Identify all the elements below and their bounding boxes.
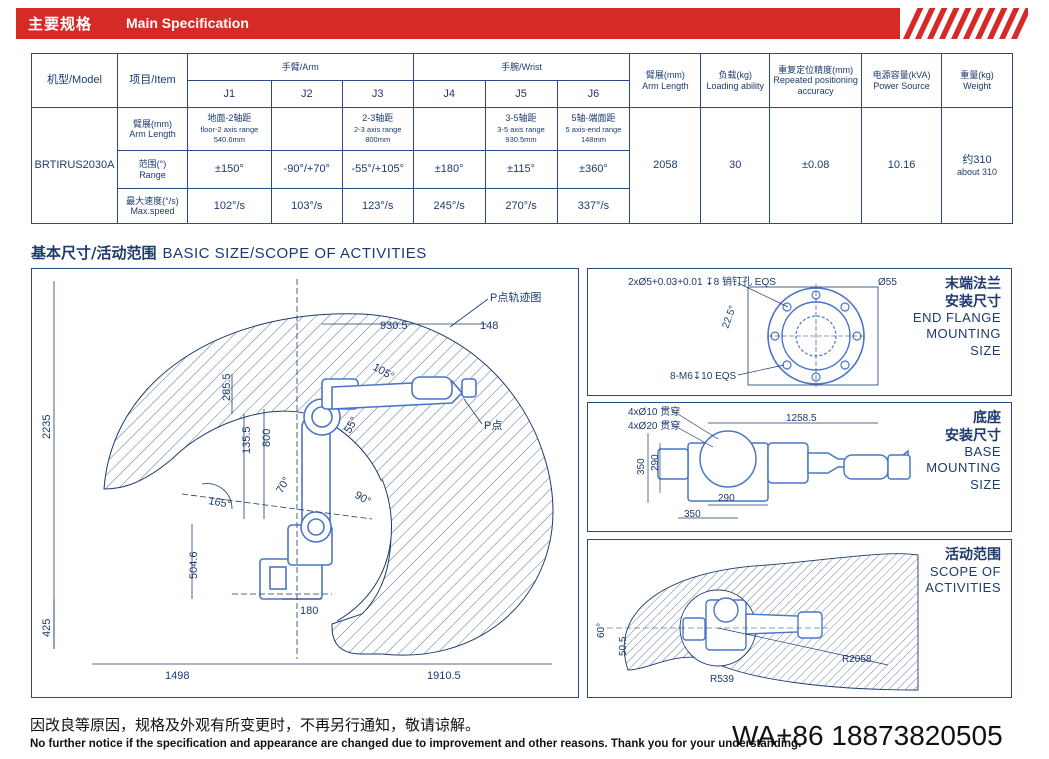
footer-note-en: No further notice if the specification a… <box>30 738 802 750</box>
dim-504-6: 504.6 <box>188 551 200 579</box>
cell-range-j2: -90°/+70° <box>270 150 343 189</box>
cell-arm-j2 <box>270 107 343 151</box>
scope-r539: R539 <box>710 674 734 685</box>
header-title-cn: 主要规格 <box>28 15 93 33</box>
flange-m6-note: 8-M6↧10 EQS <box>670 371 737 382</box>
dim-800: 800 <box>261 429 273 447</box>
main-drawing-panel: 930.5 148 285.5 135.5 800 2235 504.6 425… <box>31 268 579 698</box>
cell-range-j6: ±360° <box>556 150 631 189</box>
scope-panel: 60° 50.5 R539 R2058 活动范围 SCOPE OF ACTIVI… <box>587 539 1012 698</box>
flange-panel: 2xØ5+0.03+0.01 ↧8 销钉孔 EQS Ø55 22.5° 8-M6… <box>587 268 1012 396</box>
cell-range-j3: -55°/+105° <box>341 150 414 189</box>
cell-reach: 2058 <box>629 107 702 224</box>
base-hole-20: 4xØ20 贯穿 <box>628 419 680 432</box>
th-weight: 重量(kg)Weight <box>940 53 1014 108</box>
base-dim-350-v: 350 <box>636 458 647 475</box>
angle-70: 70° <box>274 475 293 495</box>
scope-drawing: 60° 50.5 R539 R2058 <box>596 553 919 691</box>
scope-dim-50-5: 50.5 <box>618 636 629 656</box>
cell-range-j4: ±180° <box>412 150 486 189</box>
th-j1: J1 <box>186 80 272 108</box>
th-j3: J3 <box>341 80 414 108</box>
th-arm: 手臂/Arm <box>186 53 414 81</box>
cell-repeat: ±0.08 <box>769 107 863 224</box>
dim-1910-5: 1910.5 <box>427 670 461 682</box>
base-dim-1258-5: 1258.5 <box>786 413 817 424</box>
th-load: 负载(kg)Loading ability <box>700 53 771 108</box>
dim-148: 148 <box>480 320 498 332</box>
watermark-contact: WA+86 18873820505 <box>732 720 1003 751</box>
th-power: 电源容量(kVA)Power Source <box>861 53 942 108</box>
spec-header-bar: 主要规格 Main Specification <box>16 8 1028 39</box>
main-range-drawing: 930.5 148 285.5 135.5 800 2235 504.6 425… <box>41 279 554 682</box>
th-wrist: 手腕/Wrist <box>412 53 631 81</box>
th-model: 机型/Model <box>31 53 118 108</box>
cell-arm-j4 <box>412 107 486 151</box>
p-track-label: P点轨迹图 <box>490 290 541 304</box>
cell-speed-j4: 245°/s <box>412 188 486 224</box>
p-point-label: P点 <box>484 419 502 432</box>
th-j2: J2 <box>270 80 343 108</box>
footer-note-cn: 因改良等原因，规格及外观有所变更时，不再另行通知，敬请谅解。 <box>30 716 481 734</box>
spec-table: 机型/Model 项目/Item 手臂/Arm 手腕/Wrist 臂展(mm)A… <box>31 53 1014 224</box>
scope-r2058: R2058 <box>842 654 872 665</box>
cell-power: 10.16 <box>861 107 942 224</box>
base-dim-290-v: 290 <box>650 454 661 471</box>
cell-speed-j5: 270°/s <box>484 188 558 224</box>
cell-speed-j3: 123°/s <box>341 188 414 224</box>
header-title-en: Main Specification <box>126 15 249 31</box>
th-j4: J4 <box>412 80 486 108</box>
base-drawing: 4xØ10 贯穿 4xØ20 贯穿 1258.5 350 290 290 350 <box>628 405 911 520</box>
robot-side-view <box>259 376 477 600</box>
cell-model: BRTIRUS2030A <box>31 107 118 224</box>
dim-180: 180 <box>300 605 318 617</box>
flange-drawing: 2xØ5+0.03+0.01 ↧8 销钉孔 EQS Ø55 22.5° 8-M6… <box>628 275 897 389</box>
cell-speed-j2: 103°/s <box>270 188 343 224</box>
base-dim-350-h: 350 <box>684 509 701 520</box>
flange-angle-22-5: 22.5° <box>720 304 738 330</box>
cell-range-j1: ±150° <box>186 150 272 189</box>
angle-165: 165° <box>207 495 232 511</box>
dim-2235: 2235 <box>41 415 53 439</box>
base-dim-290-h: 290 <box>718 493 735 504</box>
th-reach: 臂展(mm)Arm Length <box>629 53 702 108</box>
row-range-label: 范围(°)Range <box>116 150 188 189</box>
flange-d55: Ø55 <box>878 277 897 288</box>
base-panel: 4xØ10 贯穿 4xØ20 贯穿 1258.5 350 290 290 350… <box>587 402 1012 532</box>
flange-title: 末端法兰 安装尺寸 END FLANGE MOUNTING SIZE <box>912 275 1001 358</box>
row-speed-label: 最大速度(°/s)Max.speed <box>116 188 188 224</box>
scope-title: 活动范围 SCOPE OF ACTIVITIES <box>925 546 1001 595</box>
cell-range-j5: ±115° <box>484 150 558 189</box>
cell-speed-j6: 337°/s <box>556 188 631 224</box>
th-repeat: 重复定位精度(mm)Repeated positioning accuracy <box>769 53 863 108</box>
dim-930-5: 930.5 <box>380 320 408 332</box>
th-j5: J5 <box>484 80 558 108</box>
base-title: 底座 安装尺寸 BASE MOUNTING SIZE <box>926 409 1001 492</box>
cell-load: 30 <box>700 107 771 224</box>
cell-speed-j1: 102°/s <box>186 188 272 224</box>
th-item: 项目/Item <box>116 53 188 108</box>
dim-285-5: 285.5 <box>221 373 233 401</box>
header-stripes-decoration <box>900 8 1028 39</box>
th-j6: J6 <box>556 80 631 108</box>
base-hole-10: 4xØ10 贯穿 <box>628 405 680 418</box>
dim-1498: 1498 <box>165 670 189 682</box>
dim-425: 425 <box>41 619 53 637</box>
scope-angle-60: 60° <box>596 623 607 638</box>
angle-90: 90° <box>353 489 373 508</box>
dim-135-5: 135.5 <box>241 426 253 454</box>
row-arm-label: 臂展(mm)Arm Length <box>116 107 188 151</box>
flange-pin-note: 2xØ5+0.03+0.01 ↧8 销钉孔 EQS <box>628 275 776 288</box>
